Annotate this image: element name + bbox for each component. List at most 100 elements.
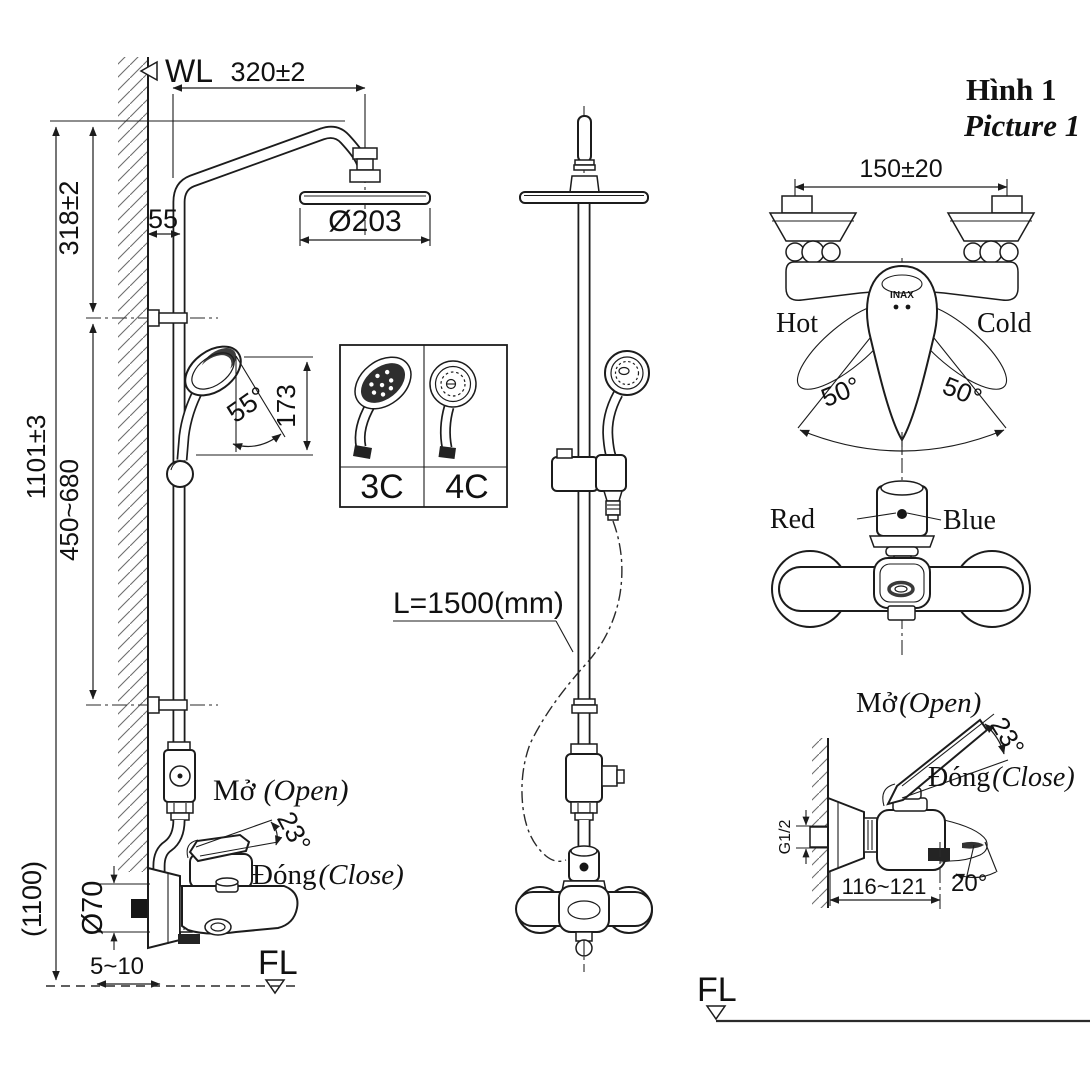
dim-wall-clearance: 5~10 <box>90 953 161 988</box>
spout-outlet-dark <box>928 848 950 861</box>
cold-label: Cold <box>977 308 1031 339</box>
svg-text:Ø203: Ø203 <box>328 205 401 238</box>
lever-handle <box>188 833 251 863</box>
wall-connector-block <box>131 899 148 918</box>
svg-text:1101±3: 1101±3 <box>21 415 51 500</box>
spout <box>928 819 988 863</box>
floor-marker-icon-front <box>705 1005 727 1021</box>
faucet-top-view: 150±20 INAX Hot <box>768 155 1036 460</box>
svg-text:55: 55 <box>148 204 178 234</box>
wall-bracket-lower <box>147 696 188 714</box>
lower-supply-pipe <box>152 819 186 890</box>
handle-angle-23-left: 23° <box>270 807 317 857</box>
close-label-right: Đóng(Close) <box>928 762 1075 793</box>
floor-label-left: FL <box>258 944 298 982</box>
bath-faucet-front <box>515 845 653 957</box>
variant-3c-label: 3C <box>360 468 403 506</box>
left-eccentric-connector <box>768 195 858 264</box>
hose-outlet <box>204 918 232 936</box>
close-label-right-vi: Đóng <box>928 762 990 793</box>
svg-text:318±2: 318±2 <box>54 181 84 256</box>
svg-text:23°: 23° <box>984 712 1030 761</box>
dim-flange-diameter: Ø70 <box>77 866 150 950</box>
rain-shower-disc <box>519 191 649 204</box>
diverter-valve-front <box>565 743 625 852</box>
variant-4c-drawing <box>429 360 477 459</box>
swing-angle-right: 50° <box>939 370 987 413</box>
faucet-side-view: G1/2 23° Mở(Open) Đóng(Close) 20° <box>777 687 1075 910</box>
slider-bracket <box>551 456 599 492</box>
figure-title-en: Picture 1 <box>963 108 1080 143</box>
dim-slider-range: 450~680 <box>54 323 97 700</box>
svg-text:23°: 23° <box>271 807 317 857</box>
installation-front-view: L=1500(mm) <box>393 106 1090 1023</box>
dim-arm-reach: 320±2 <box>172 57 366 178</box>
svg-text:150±20: 150±20 <box>859 155 942 183</box>
close-label-left: Đóng(Close) <box>252 859 404 891</box>
temp-indicator-dot-detail <box>897 509 907 519</box>
svg-text:G1/2: G1/2 <box>777 820 794 855</box>
water-line-marker-icon <box>139 60 158 82</box>
column-finial <box>577 115 592 163</box>
inlet-thread-dim: G1/2 <box>777 810 832 864</box>
right-eccentric-connector <box>946 195 1036 264</box>
lever-handle-open <box>886 718 989 806</box>
rain-shower-head-side <box>299 142 431 236</box>
dim-arm-drop: 318±2 <box>54 126 97 313</box>
floor-label-front: FL <box>697 971 737 1009</box>
handshower-holder <box>595 454 627 492</box>
wall-bracket-upper <box>147 309 188 327</box>
wall-flange-detail <box>827 796 865 874</box>
floor-line-left: FL <box>46 944 298 995</box>
faucet-lower-body <box>181 885 299 935</box>
spout-angle-20: 20° <box>951 841 998 897</box>
svg-text:450~680: 450~680 <box>54 459 84 561</box>
shower-outlet-dark <box>178 934 200 944</box>
brand-mark: INAX <box>890 290 914 301</box>
dim-total-height: 1101±3 (1100) <box>17 126 60 981</box>
handle-angle-23-right: 23° <box>984 712 1030 761</box>
variant-4c-label: 4C <box>445 468 488 506</box>
open-label-right-vi: Mở <box>856 687 898 719</box>
dim-inlet-spacing: 150±20 <box>794 155 1008 197</box>
svg-text:116~121: 116~121 <box>842 874 927 899</box>
water-line-label: WL <box>165 53 213 89</box>
svg-text:Ø70: Ø70 <box>77 881 109 936</box>
handle-swing-arc <box>799 429 1005 452</box>
svg-text:320±2: 320±2 <box>231 57 306 87</box>
aerator <box>887 580 915 598</box>
diverter-knob <box>215 877 239 887</box>
open-label-right: Mở(Open) <box>856 687 981 719</box>
shower-hose <box>521 520 623 863</box>
blue-label: Blue <box>943 505 996 536</box>
temp-indicator-dot <box>579 862 589 872</box>
wall-flange <box>147 866 181 950</box>
bath-faucet-side <box>131 819 299 950</box>
hot-label: Hot <box>776 308 818 339</box>
red-label: Red <box>770 504 815 535</box>
hose-length-callout: L=1500(mm) <box>393 587 574 653</box>
stop-valve-side <box>163 741 196 821</box>
installation-side-view: WL 320±2 318±2 1101±3 (1100) 450~680 <box>17 53 431 995</box>
dim-body-depth: 116~121 <box>829 872 941 906</box>
handshower-variant-box: 3C 4C <box>339 344 508 508</box>
open-label-en: (Open) <box>264 774 349 807</box>
open-label-right-en: (Open) <box>899 687 981 719</box>
svg-text:L=1500(mm): L=1500(mm) <box>393 587 564 620</box>
dim-head-diameter: Ø203 <box>299 205 431 246</box>
open-label-vi: Mở <box>213 774 257 807</box>
wall-hatching <box>118 57 148 872</box>
svg-text:173: 173 <box>271 384 301 427</box>
hand-shower-side <box>166 345 242 488</box>
figure-title-vi: Hình 1 <box>966 72 1056 107</box>
wall-hatching-detail <box>812 738 828 908</box>
dim-handshower-height: 173 <box>196 356 313 456</box>
svg-text:5~10: 5~10 <box>90 953 144 980</box>
svg-text:(1100): (1100) <box>17 861 47 937</box>
dim-pipe-offset: 55 <box>147 204 181 238</box>
svg-text:55°: 55° <box>222 381 273 429</box>
open-label-left: Mở(Open) <box>213 774 349 807</box>
close-label-right-en: (Close) <box>992 762 1074 793</box>
